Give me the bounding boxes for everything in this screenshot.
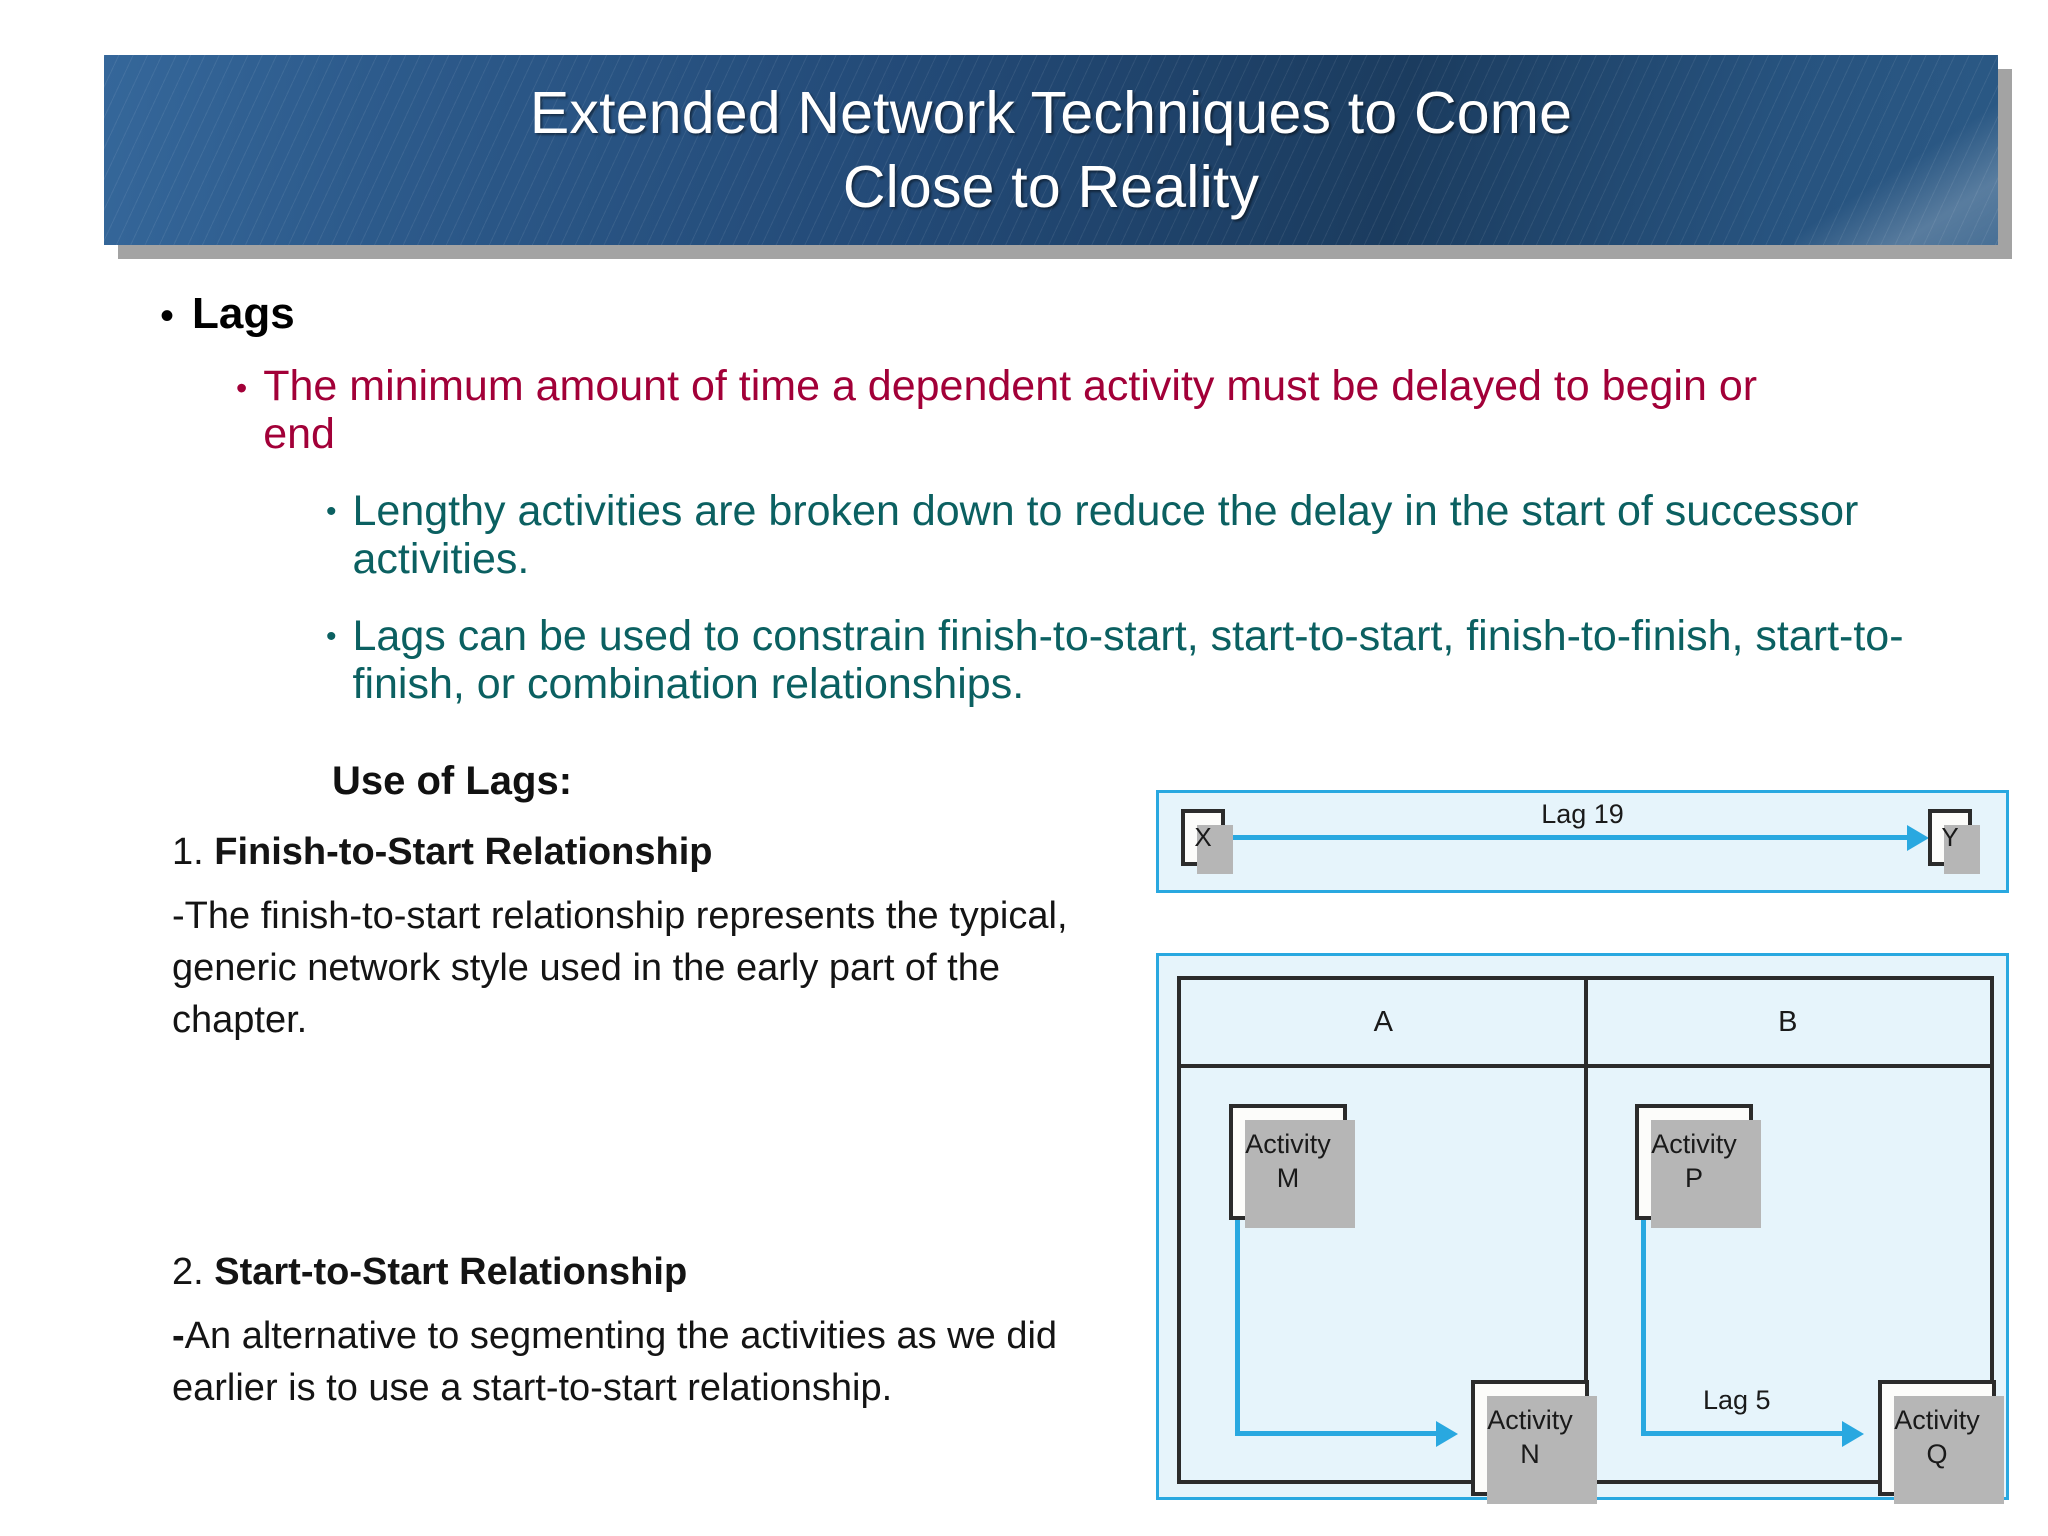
bullet-dot-icon: • [160,294,175,338]
outline-bullet-lags-constrain-label: Lags can be used to constrain finish-to-… [352,612,1904,709]
start-to-start-paragraph: -An alternative to segmenting the activi… [172,1310,1112,1414]
outline-bullet-lags-constrain: • Lags can be used to constrain finish-t… [326,612,2006,708]
start-to-start-paragraph-text: An alternative to segmenting the activit… [172,1315,1058,1410]
start-to-start-number: 2. [172,1251,215,1293]
pq-arrow-horizontal-segment [1641,1431,1848,1436]
page-title: Extended Network Techniques to Come Clos… [104,55,1998,245]
slide-title-banner: Extended Network Techniques to Come Clos… [104,55,2012,259]
lag19-arrow-head-icon [1907,825,1929,851]
page-title-line-2: Close to Reality [842,154,1260,220]
ab-column-divider [1583,980,1588,1480]
outline-bullet-minimum-time: • The minimum amount of time a dependent… [236,362,1796,458]
lag19-label: Lag 19 [1541,799,1624,829]
mn-arrow-horizontal-segment [1235,1431,1442,1436]
ab-panel-a-label: A [1373,1006,1393,1038]
finish-to-start-paragraph: -The finish-to-start relationship repres… [172,895,1068,1042]
outline-bullet-lengthy-activities: • Lengthy activities are broken down to … [326,487,1966,583]
outline-bullet-lags: • Lags [160,289,1160,338]
lag5-label: Lag 5 [1703,1385,1771,1415]
node-y: Y [1928,809,1980,874]
page-title-line-1: Extended Network Techniques to Come [529,79,1573,146]
use-of-lags-heading: Use of Lags: [332,759,573,803]
finish-to-start-heading: 1. Finish-to-Start Relationship [172,826,1112,878]
mn-arrow-vertical-segment [1235,1220,1240,1436]
outline-bullet-minimum-time-label: The minimum amount of time a dependent a… [263,362,1758,459]
finish-to-start-number: 1. [172,831,215,873]
title-banner-fill [104,55,1998,245]
node-x: X [1181,809,1233,874]
pq-arrow-vertical-segment [1641,1220,1646,1436]
ab-panel-b-label: B [1778,1006,1798,1038]
start-to-start-block: 2. Start-to-Start Relationship -An alter… [172,1246,1112,1414]
bullet-dot-icon: • [326,495,337,528]
outline-bullet-lengthy-activities-label: Lengthy activities are broken down to re… [352,487,1859,584]
finish-to-start-heading-label: Finish-to-Start Relationship [214,831,713,873]
lag19-arrow-line [1225,835,1911,840]
figure-finish-to-start-lag19: X Lag 19 Y [1156,790,2009,893]
start-to-start-paragraph-lead: - [172,1315,185,1358]
start-to-start-heading: 2. Start-to-Start Relationship [172,1246,1112,1298]
finish-to-start-block: 1. Finish-to-Start Relationship -The fin… [172,826,1112,1046]
start-to-start-heading-label: Start-to-Start Relationship [214,1251,688,1293]
bullet-dot-icon: • [326,620,337,653]
outline-bullet-lags-label: Lags [192,289,295,338]
bullet-dot-icon: • [236,370,248,406]
pq-arrow-head-icon [1842,1421,1864,1447]
mn-arrow-head-icon [1436,1421,1458,1447]
